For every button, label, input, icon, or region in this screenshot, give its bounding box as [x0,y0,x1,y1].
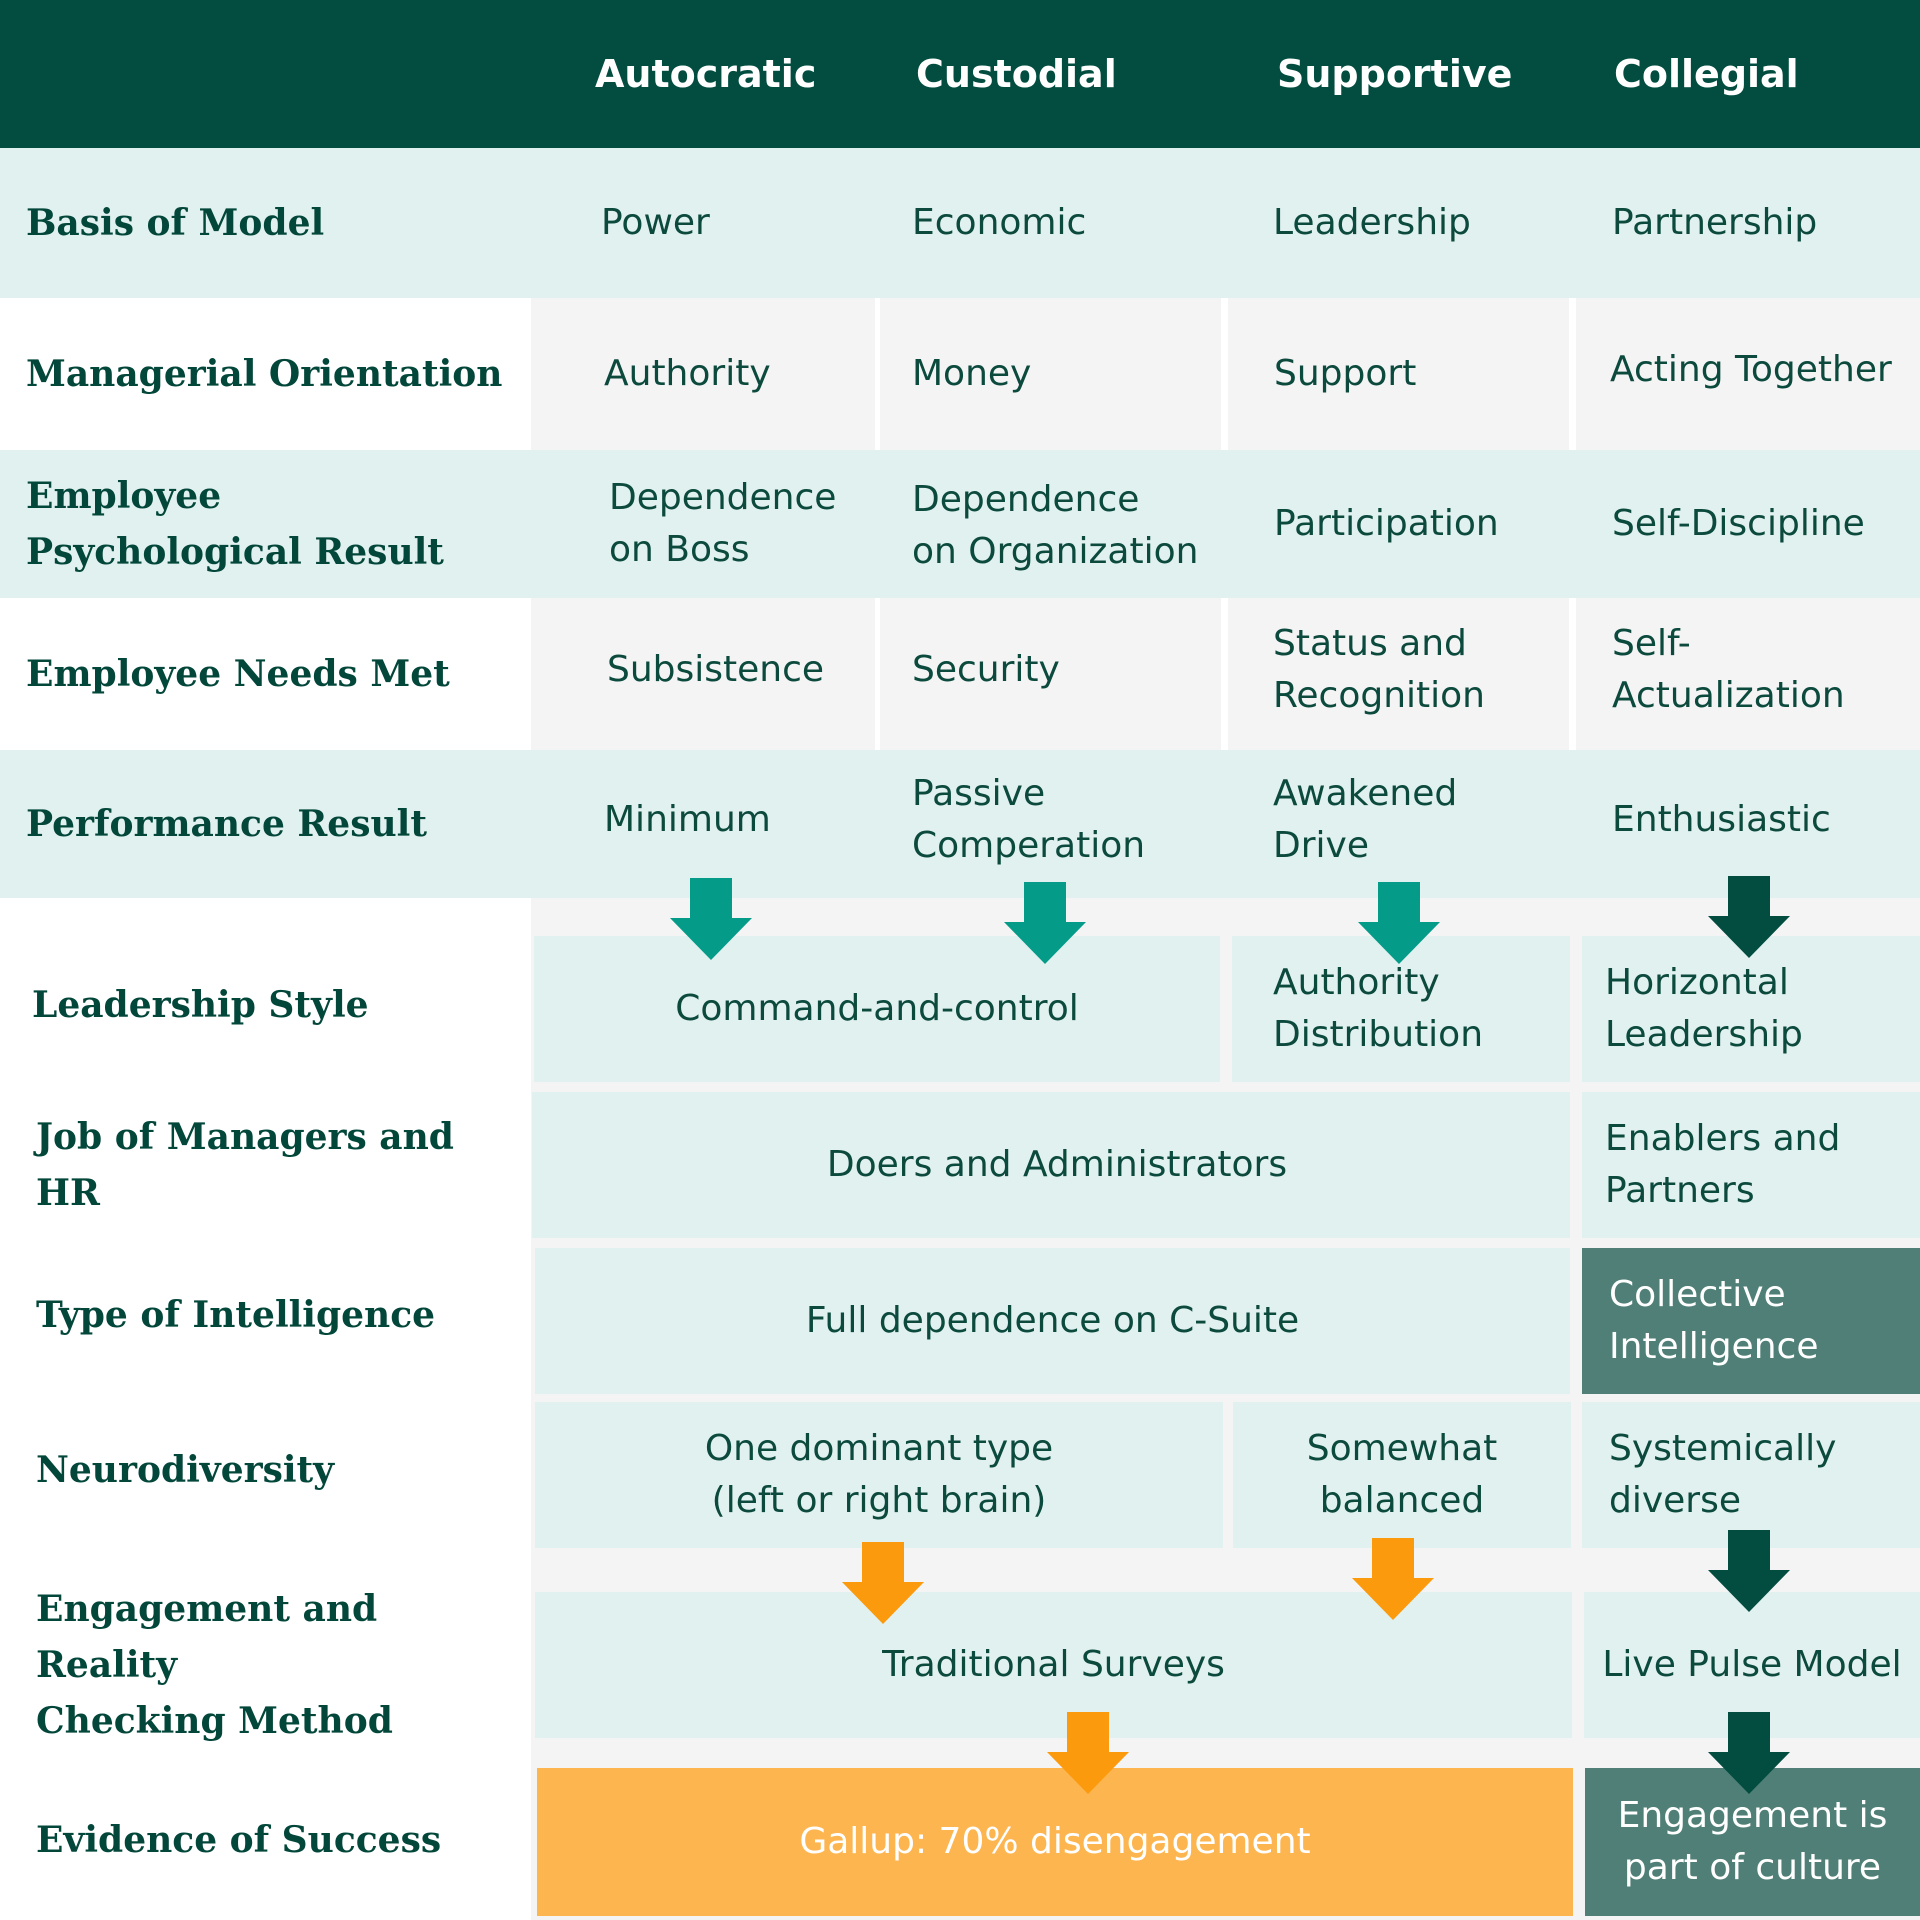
cell-job-doers: Doers and Administrators [532,1092,1570,1238]
cell-neuro-balanced: Somewhat balanced [1233,1402,1571,1548]
row-label-job: Job of Managers and HR [36,1116,454,1214]
cell-leadership-horizontal: Horizontal Leadership [1582,936,1920,1082]
cell-psych-collegial: Self-Discipline [1612,503,1865,544]
cell-performance-supportive: Awakened Drive [1273,773,1458,866]
cell-managerial-collegial: Acting Together [1610,349,1892,390]
cell-managerial-autocratic: Authority [604,353,771,394]
cell-evidence-culture: Engagement is part of culture [1585,1768,1920,1916]
down-arrow-icon [1358,882,1440,964]
row-band-performance [0,750,1920,898]
cell-basis-autocratic: Power [601,202,710,243]
row-band-psych [0,450,1920,598]
row-label-managerial: Managerial Orientation [26,353,503,395]
column-header-collegial: Collegial [1614,52,1799,96]
down-arrow-icon [1708,1530,1790,1612]
cell-performance-collegial: Enthusiastic [1612,799,1831,840]
cell-psych-supportive: Participation [1274,503,1499,544]
cell-neuro-diverse: Systemically diverse [1582,1402,1920,1548]
cell-needs-collegial: Self- Actualization [1612,623,1845,716]
cell-job-enablers: Enablers and Partners [1582,1092,1920,1238]
row-band-basis [0,148,1920,298]
down-arrow-icon [670,878,752,960]
cell-leadership-command: Command-and-control [534,936,1220,1082]
column-header-autocratic: Autocratic [595,52,817,96]
row-label-leadership: Leadership Style [32,984,369,1026]
row-label-performance: Performance Result [26,803,427,845]
cell-performance-autocratic: Minimum [604,799,771,840]
row-label-neurodiversity: Neurodiversity [36,1449,335,1491]
cell-bg [1576,598,1920,750]
cell-bg [880,298,1221,450]
down-arrow-icon [1352,1538,1434,1620]
down-arrow-icon [1708,1712,1790,1794]
cell-bg [1228,598,1569,750]
row-label-evidence: Evidence of Success [36,1819,442,1861]
down-arrow-icon [842,1542,924,1624]
cell-psych-custodial: Dependence on Organization [912,479,1199,572]
row-label-psych: Employee Psychological Result [26,475,444,573]
down-arrow-icon [1047,1712,1129,1794]
cell-needs-supportive: Status and Recognition [1273,623,1485,716]
row-label-needs: Employee Needs Met [26,653,450,695]
row-label-engagement: Engagement and Reality Checking Method [36,1588,393,1742]
cell-basis-supportive: Leadership [1273,202,1471,243]
row-label-intelligence: Type of Intelligence [36,1294,436,1336]
row-label-basis: Basis of Model [26,202,325,244]
cell-bg [880,598,1221,750]
cell-performance-custodial: Passive Comperation [912,773,1146,866]
cell-neuro-dominant: One dominant type (left or right brain) [535,1402,1223,1548]
cell-bg [1576,298,1920,450]
cell-evidence-gallup: Gallup: 70% disengagement [537,1768,1573,1916]
down-arrow-icon [1004,882,1086,964]
cell-managerial-custodial: Money [912,353,1032,394]
cell-bg [531,598,875,750]
down-arrow-icon [1708,876,1790,958]
column-header-supportive: Supportive [1277,52,1513,96]
cell-needs-autocratic: Subsistence [607,649,825,690]
cell-managerial-supportive: Support [1274,353,1417,394]
cell-basis-collegial: Partnership [1612,202,1818,243]
cell-basis-custodial: Economic [912,202,1087,243]
cell-engagement-surveys: Traditional Surveys [535,1592,1572,1738]
cell-psych-autocratic: Dependence on Boss [609,477,837,570]
header-bar [0,0,1920,148]
column-header-custodial: Custodial [916,52,1117,96]
cell-bg [531,298,875,450]
cell-intelligence-csuite: Full dependence on C-Suite [535,1248,1570,1394]
cell-needs-custodial: Security [912,649,1060,690]
cell-bg [1228,298,1569,450]
cell-intelligence-collective: Collective Intelligence [1582,1248,1920,1394]
